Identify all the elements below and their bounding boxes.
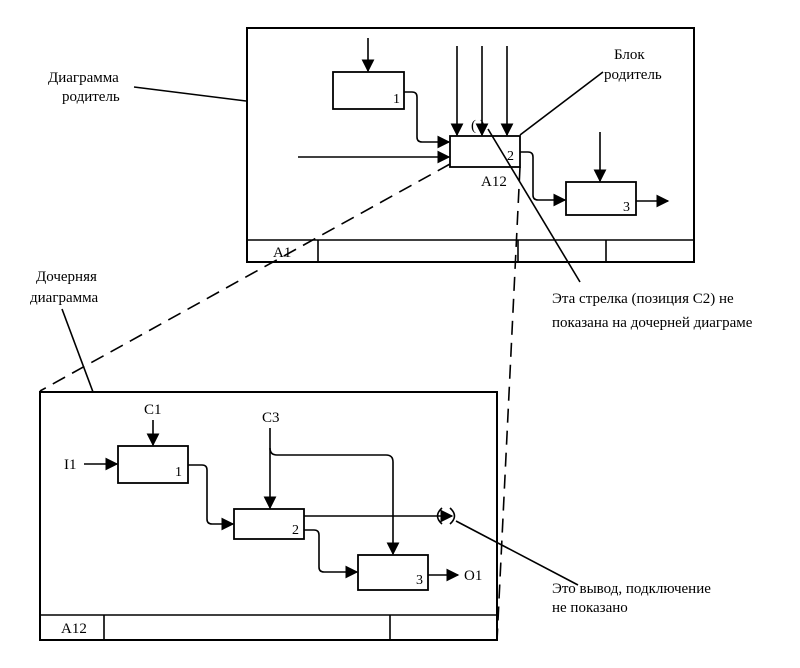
parent-box-1-number: 1	[393, 92, 400, 107]
child-diagram-callout-line2: диаграмма	[30, 290, 99, 306]
arrow-note-line1: Эта стрелка (позиция C2) не	[552, 291, 734, 307]
child-box-1-number: 1	[175, 465, 182, 480]
parent-diagram-callout-line1: Диаграмма	[48, 70, 119, 86]
child-label-i1: I1	[64, 457, 77, 473]
child-diagram-callout-line1: Дочерняя	[36, 269, 97, 285]
child-label-c3: C3	[262, 410, 280, 426]
child-tunnel-bracket	[449, 507, 456, 525]
parent-box-3-number: 3	[623, 200, 630, 215]
child-label-o1: O1	[464, 568, 482, 584]
parent-diagram-callout-leader	[133, 86, 247, 102]
child-box-3-number: 3	[416, 573, 423, 588]
output-note-line1: Это вывод, подключение	[552, 581, 711, 597]
parent-frame	[246, 27, 695, 263]
child-frame	[39, 391, 498, 641]
child-box-3	[357, 554, 429, 591]
arrow-note-line2: показана на дочерней диаграме	[552, 315, 753, 331]
parent-box-2-to-box-3-arrow	[520, 151, 567, 207]
child-tunnel-bracket	[436, 507, 443, 525]
output-note-line2: не показано	[552, 600, 628, 616]
parent-block-callout-line1: Блок	[614, 47, 645, 63]
arrow-note-leader	[487, 128, 581, 283]
parent-footer-node-label: A1	[273, 245, 291, 261]
decomposition-line-left	[39, 163, 451, 392]
child-diagram-callout-leader	[61, 308, 94, 393]
parent-box-2-number: 2	[507, 149, 514, 164]
parent-box-3	[565, 181, 637, 216]
child-diagram: A12 1 C1 I1 2 C3 3 O1 Дочерняя диаграмма	[30, 269, 498, 641]
child-label-c1: C1	[144, 402, 162, 418]
parent-block-callout-line2: родитель	[604, 67, 662, 83]
parent-box-2-node-ref: A12	[481, 174, 507, 190]
child-box-2-to-box-3-arrow	[304, 529, 359, 579]
parent-diagram: A1 1 2 A12 ( ) 3 Диаграмма родитель Блок…	[48, 27, 695, 263]
child-box-1-to-box-2-arrow	[188, 464, 235, 531]
parent-block-callout-leader	[519, 71, 604, 136]
output-note-leader	[455, 520, 579, 586]
parent-diagram-callout-line2: родитель	[62, 89, 120, 105]
parent-box-1-to-box-2-arrow	[404, 91, 451, 149]
child-box-2-number: 2	[292, 523, 299, 538]
decomposition-line-right	[496, 166, 521, 642]
child-c3-branch-arrow	[269, 447, 400, 556]
child-footer-node-label: A12	[61, 621, 87, 637]
parent-box-1	[332, 71, 405, 110]
